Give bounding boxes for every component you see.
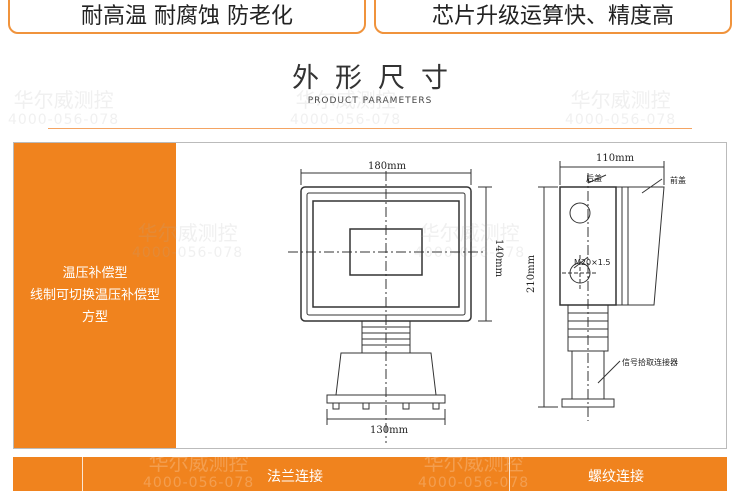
- label-rear-cover: 后盖: [586, 173, 602, 183]
- leader-front-cover: [641, 178, 663, 194]
- side-view: [538, 161, 665, 421]
- leader-thread: [573, 256, 589, 269]
- label-base-width: 130mm: [370, 425, 409, 436]
- section-rule: [48, 128, 692, 129]
- dimension-drawing: 180mm 140mm 130mm: [288, 153, 686, 443]
- section-title-cn: 外形尺寸: [292, 63, 464, 94]
- feature-banner-right: 芯片升级运算快、精度高: [374, 0, 732, 34]
- bolt-3: [402, 402, 410, 410]
- section-title-en: PRODUCT PARAMETERS: [307, 96, 433, 106]
- bolt-2: [362, 402, 370, 410]
- side-front-cover: [615, 186, 665, 306]
- footer-divider-2: [509, 457, 510, 491]
- watermark-phone: 4000-056-078: [565, 112, 677, 128]
- upper-port-circle: [569, 202, 591, 224]
- label-front-height: 140mm: [493, 239, 504, 278]
- label-signal-connector: 信号拾取连接器: [622, 357, 678, 367]
- watermark-phone: 4000-056-078: [143, 475, 255, 491]
- flange-plate: [326, 394, 446, 404]
- feature-left-text: 耐高温 耐腐蚀 防老化: [81, 4, 293, 29]
- label-front-width: 180mm: [368, 161, 407, 172]
- leader-signal: [597, 360, 621, 384]
- feature-right-text: 芯片升级运算快、精度高: [431, 4, 674, 29]
- flange-connection-label: 法兰连接: [267, 469, 323, 485]
- label-side-height: 210mm: [526, 254, 537, 293]
- watermark-phone: 4000-056-078: [418, 475, 530, 491]
- label-front-cover: 前盖: [670, 175, 686, 185]
- thread-connection-label: 螺纹连接: [588, 469, 644, 485]
- section-title: 外形尺寸 PRODUCT PARAMETERS: [0, 63, 740, 107]
- leader-rear-cover: [587, 174, 607, 184]
- bolt-1: [332, 402, 340, 410]
- footer-divider-1: [82, 457, 83, 491]
- watermark-phone: 4000-056-078: [290, 112, 402, 128]
- product-type-cell: 温压补偿型 线制可切换温压补偿型 方型: [14, 143, 176, 448]
- product-type-line-3: 方型: [81, 309, 108, 325]
- feature-banner-left: 耐高温 耐腐蚀 防老化: [8, 0, 366, 34]
- watermark-7: 华尔威测控 4000-056-078: [418, 453, 529, 493]
- watermark-phone: 4000-056-078: [8, 112, 120, 128]
- label-side-depth: 110mm: [596, 153, 635, 164]
- front-view: [288, 169, 492, 443]
- product-type-line-1: 温压补偿型: [62, 265, 128, 281]
- watermark-name: 华尔威测控: [423, 451, 524, 475]
- label-thread: M20×1.5: [574, 258, 611, 267]
- dimension-panel: 温压补偿型 线制可切换温压补偿型 方型: [13, 142, 727, 449]
- watermark-name: 华尔威测控: [148, 451, 249, 475]
- watermark-6: 华尔威测控 4000-056-078: [143, 453, 254, 493]
- bolt-4: [432, 402, 440, 410]
- product-type-line-2: 线制可切换温压补偿型: [29, 287, 160, 303]
